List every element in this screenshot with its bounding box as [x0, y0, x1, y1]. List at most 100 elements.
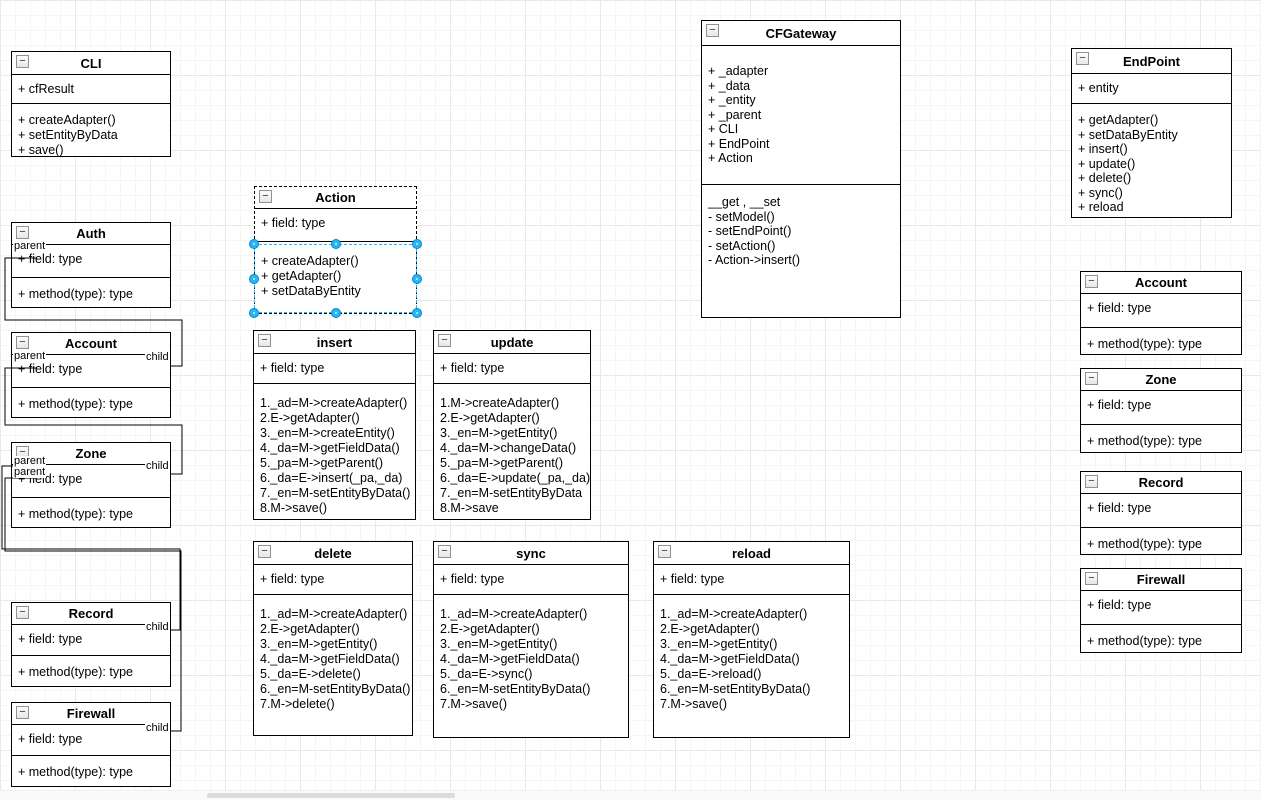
class-fields: + field: type	[12, 245, 170, 278]
selection-handle[interactable]	[412, 239, 422, 249]
class-fields: + field: type	[1081, 294, 1241, 328]
selection-handle[interactable]	[412, 308, 422, 318]
method-row: 2.E->getAdapter()	[260, 622, 360, 636]
collapse-icon[interactable]: −	[438, 545, 451, 558]
collapse-icon[interactable]: −	[658, 545, 671, 558]
selection-handle[interactable]	[249, 239, 259, 249]
collapse-icon[interactable]: −	[16, 606, 29, 619]
collapse-icon[interactable]: −	[16, 706, 29, 719]
collapse-icon[interactable]: −	[438, 334, 451, 347]
method-row: - setModel()	[708, 209, 775, 224]
collapse-icon[interactable]: −	[1076, 52, 1089, 65]
class-title: Zone	[75, 446, 107, 461]
field-row: + _entity	[708, 93, 756, 107]
method-row: + setDataByEntity	[261, 284, 361, 298]
method-row: 7.M->delete()	[260, 697, 335, 711]
class-title-bar: −CFGateway	[702, 21, 900, 46]
class-title-bar: −Firewall	[1081, 569, 1241, 591]
method-row: 6._en=M-setEntityByData()	[660, 682, 811, 696]
method-row: 2.E->getAdapter()	[440, 411, 540, 425]
selection-handle[interactable]	[412, 273, 422, 284]
selection-handle[interactable]	[249, 308, 259, 318]
class-fields: + field: type	[12, 725, 170, 756]
selection-handle[interactable]	[249, 273, 259, 284]
selection-handle[interactable]	[330, 308, 341, 318]
class-methods: + method(type): type	[12, 388, 170, 417]
edge-label-child[interactable]: child	[145, 621, 170, 633]
method-row: + setEntityByData	[18, 128, 118, 142]
class-title: Action	[315, 190, 356, 205]
collapse-icon[interactable]: −	[16, 336, 29, 349]
class-zone-right[interactable]: −Zone+ field: type+ method(type): type	[1080, 368, 1242, 453]
field-row: + _parent	[708, 107, 762, 122]
class-endpoint[interactable]: −EndPoint+ entity+ getAdapter()+ setData…	[1071, 48, 1232, 218]
field-row: + field: type	[1087, 398, 1152, 412]
class-fields: + field: type	[1081, 391, 1241, 425]
class-title-bar: −insert	[254, 331, 415, 354]
class-account-right[interactable]: −Account+ field: type+ method(type): typ…	[1080, 271, 1242, 355]
edge-Auth.parent-Account.child[interactable]	[4, 257, 183, 367]
class-fields: + entity	[1072, 74, 1231, 104]
method-row: + createAdapter()	[18, 113, 116, 127]
method-row: + getAdapter()	[261, 269, 342, 283]
class-fields: + field: type	[434, 565, 628, 595]
collapse-icon[interactable]: −	[258, 334, 271, 347]
class-record-right[interactable]: −Record+ field: type+ method(type): type	[1080, 471, 1242, 555]
class-cfgateway[interactable]: −CFGateway+ _adapter+ _data+ _entity+ _p…	[701, 20, 901, 318]
collapse-icon[interactable]: −	[16, 226, 29, 239]
class-auth[interactable]: −Auth+ field: type+ method(type): type	[11, 222, 171, 308]
class-methods: + method(type): type	[12, 278, 170, 307]
edge-Zone.parent-Record.child[interactable]	[1, 465, 181, 631]
field-row: + entity	[1078, 81, 1119, 95]
class-methods: + method(type): type	[1081, 425, 1241, 452]
class-title: EndPoint	[1122, 53, 1181, 69]
class-firewall-right[interactable]: −Firewall+ field: type+ method(type): ty…	[1080, 568, 1242, 653]
class-methods: 1._ad=M->createAdapter()2.E->getAdapter(…	[254, 384, 415, 519]
method-row: 7.M->save()	[440, 697, 508, 711]
class-firewall-left[interactable]: −Firewall+ field: type+ method(type): ty…	[11, 702, 171, 787]
collapse-icon[interactable]: −	[258, 545, 271, 558]
collapse-icon[interactable]: −	[706, 24, 719, 37]
class-account-left[interactable]: −Account+ field: type+ method(type): typ…	[11, 332, 171, 418]
method-row: 4._da=M->getFieldData()	[660, 652, 800, 666]
class-record-left[interactable]: −Record+ field: type+ method(type): type	[11, 602, 171, 687]
edge-Zone.parent2-Firewall.child[interactable]	[4, 477, 182, 732]
selection-handle[interactable]	[330, 239, 341, 249]
edge-Account.parent-Zone.child[interactable]	[4, 367, 183, 475]
edge-label-child[interactable]: child	[145, 722, 170, 734]
edge-label-parent[interactable]: parent	[13, 350, 47, 362]
collapse-icon[interactable]: −	[1085, 275, 1098, 288]
method-row: 6._en=M-setEntityByData()	[260, 682, 411, 696]
edge-label-parent[interactable]: parent	[13, 240, 47, 252]
edge-label-child[interactable]: child	[145, 351, 170, 363]
method-row: 4._da=M->getFieldData()	[440, 652, 580, 666]
class-title-bar: −CLI	[12, 52, 170, 75]
edge-label-child[interactable]: child	[145, 460, 170, 472]
field-row: + _data	[708, 78, 751, 93]
edge-label-parent[interactable]: parent	[13, 466, 47, 478]
class-title-bar: −Auth	[12, 223, 170, 245]
horizontal-scrollbar[interactable]	[0, 790, 1261, 800]
method-row: 3._en=M->getEntity()	[440, 426, 558, 440]
method-row: + insert()	[1078, 142, 1128, 156]
method-row: 4._da=M->getFieldData()	[260, 652, 400, 666]
class-title: Firewall	[66, 706, 116, 721]
collapse-icon[interactable]: −	[16, 55, 29, 68]
collapse-icon[interactable]: −	[1085, 572, 1098, 585]
collapse-icon[interactable]: −	[1085, 475, 1098, 488]
collapse-icon[interactable]: −	[1085, 372, 1098, 385]
collapse-icon[interactable]: −	[259, 190, 272, 203]
edge-label-parent[interactable]: parent	[13, 455, 47, 467]
class-title: Record	[1138, 475, 1184, 490]
method-row: 6._da=E->insert(_pa,_da)	[260, 471, 403, 485]
method-row: 5._da=E->reload()	[660, 667, 762, 681]
class-methods: + method(type): type	[1081, 328, 1241, 354]
scrollbar-thumb[interactable]	[207, 793, 455, 798]
class-cli[interactable]: −CLI+ cfResult+ createAdapter()+ setEnti…	[11, 51, 171, 157]
